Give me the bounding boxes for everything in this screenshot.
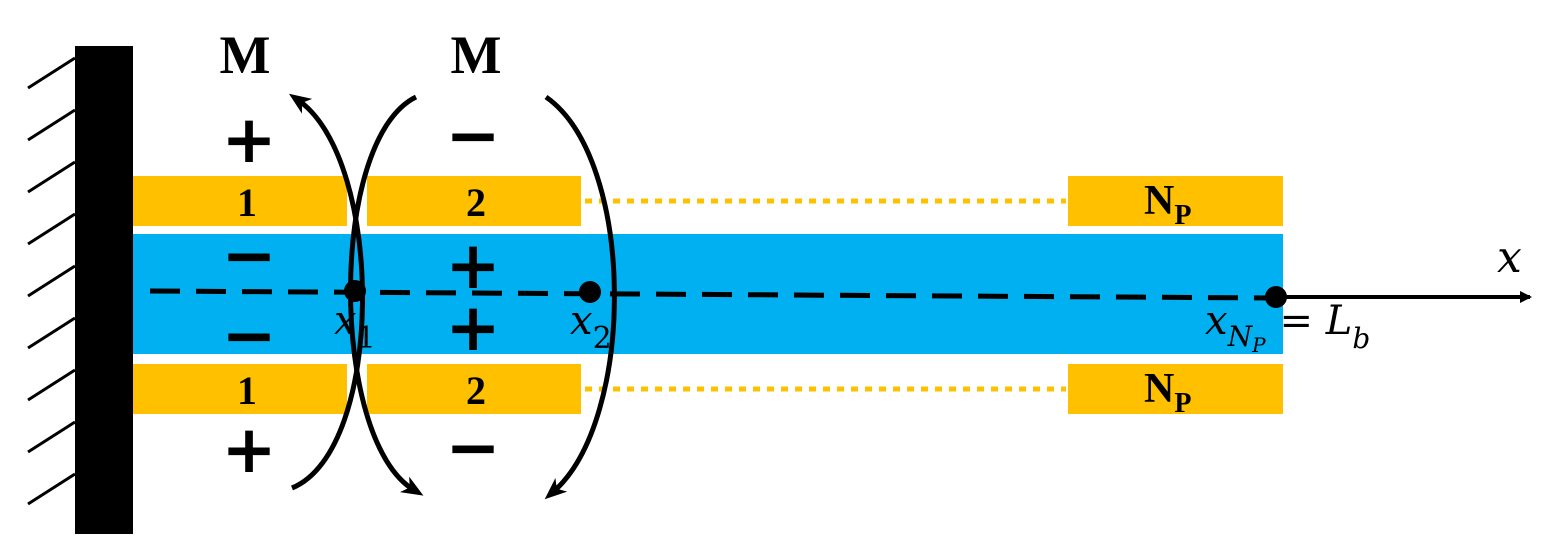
node-xnp — [1265, 286, 1287, 308]
sign-seg2-bottom-patch: − — [445, 409, 500, 486]
point-label-x1: x1 — [334, 298, 376, 356]
patch-label-top-np: NP — [1144, 178, 1191, 231]
node-x2 — [579, 281, 601, 303]
neutral-axis — [149, 288, 1277, 301]
patch-top-np — [1068, 176, 1283, 226]
patch-label-bottom-1: 1 — [237, 368, 257, 413]
patch-bottom-np — [1068, 364, 1283, 414]
patch-label-bottom-np: NP — [1144, 366, 1191, 419]
moment-arrow-2-right — [544, 94, 617, 500]
sign-seg2-beam-upper: + — [445, 227, 500, 304]
sign-seg1-beam-lower: − — [221, 297, 276, 374]
sign-seg2-top-patch: − — [445, 97, 500, 174]
moment-label-2: M — [451, 25, 502, 85]
patch-top-1 — [133, 176, 347, 226]
wall-hatching — [27, 56, 76, 506]
moment-label-1: M — [220, 25, 271, 85]
sign-seg1-beam-upper: − — [221, 217, 276, 294]
sign-seg1-bottom-patch: + — [221, 411, 276, 488]
patch-bottom-1 — [133, 364, 347, 414]
sign-seg2-beam-lower: + — [445, 289, 500, 366]
patch-bottom-2 — [367, 364, 581, 414]
axis-label-x: x — [1497, 232, 1522, 283]
point-label-xnp: xNP= Lb — [1205, 298, 1370, 357]
patch-label-bottom-2: 2 — [466, 368, 486, 413]
point-label-x2: x2 — [570, 298, 612, 356]
moment-arrow-1-left — [288, 93, 365, 491]
fixed-wall — [75, 46, 133, 534]
sign-seg1-top-patch: + — [221, 101, 276, 178]
node-x1 — [344, 280, 366, 302]
patch-label-top-2: 2 — [466, 180, 486, 225]
patch-label-top-1: 1 — [237, 180, 257, 225]
patch-top-2 — [367, 176, 581, 226]
